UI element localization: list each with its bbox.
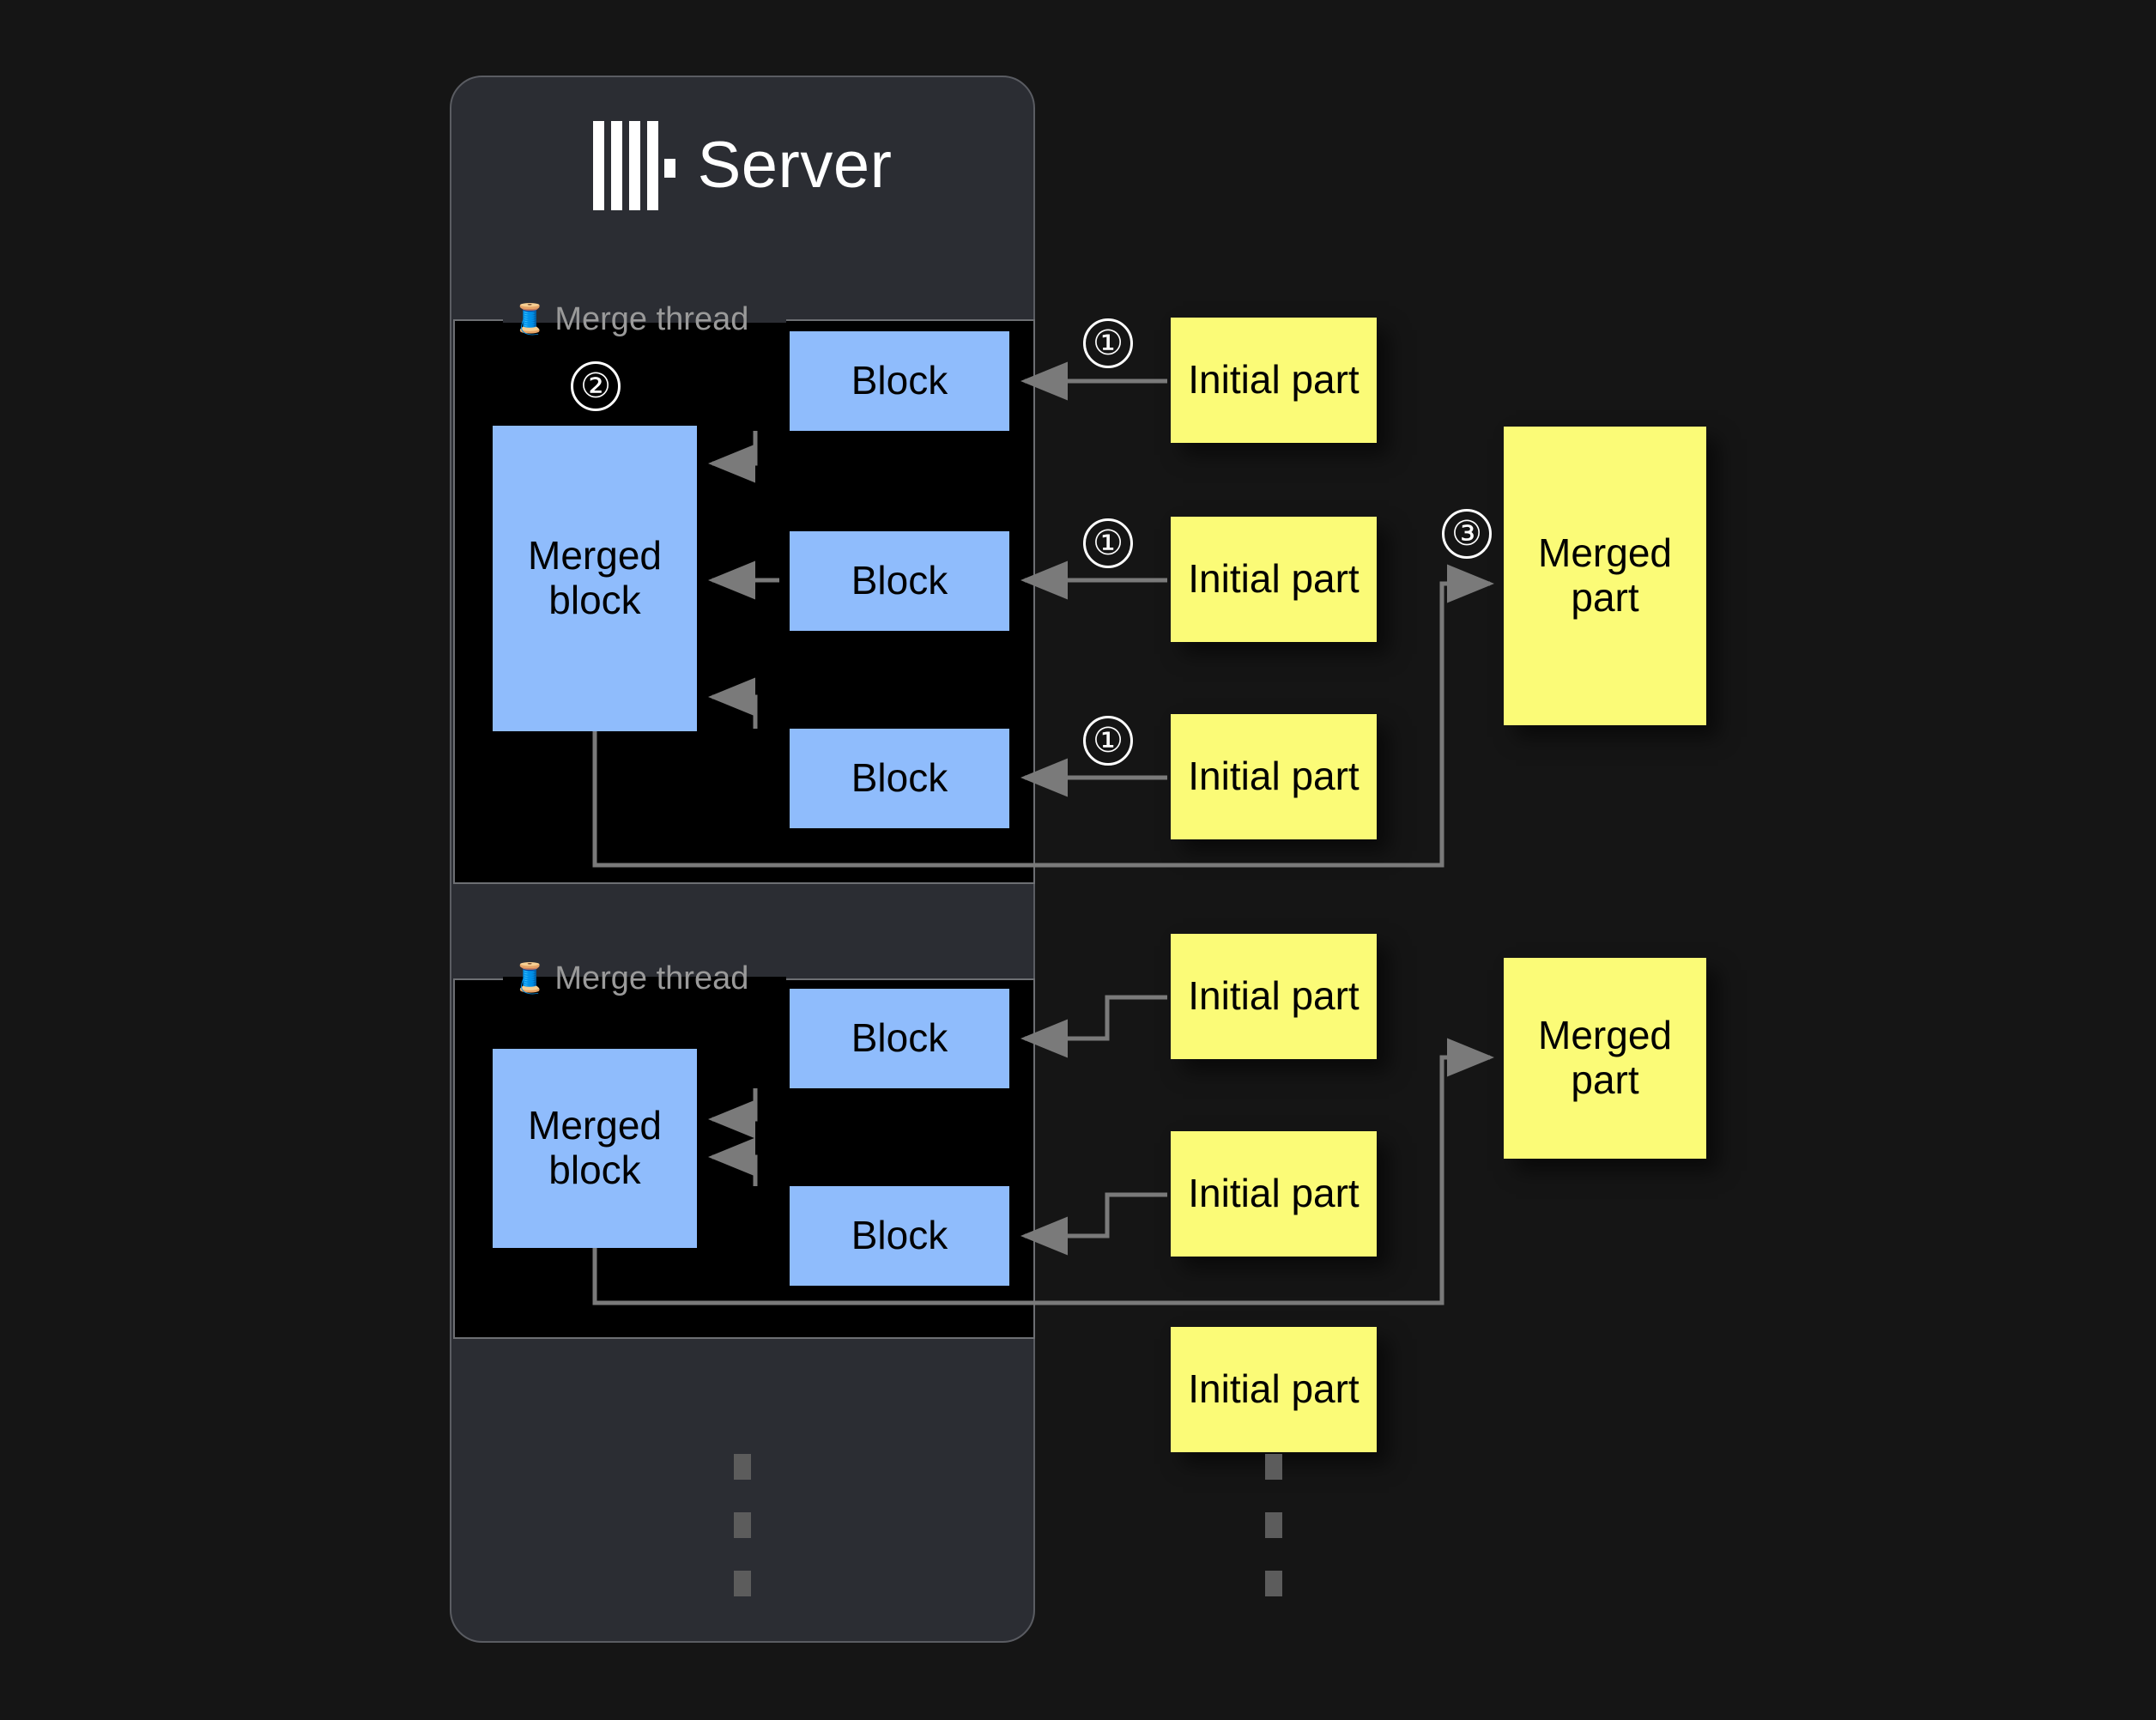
merge-thread-1-label-text: Merge thread	[554, 301, 749, 337]
ellipsis-dot	[1265, 1454, 1282, 1480]
block-2-2: Block	[790, 1186, 1009, 1286]
merged-part-2: Merged part	[1504, 958, 1706, 1159]
server-ellipsis	[734, 1454, 751, 1596]
merge-thread-2-label: 🧵 Merge thread	[503, 959, 757, 998]
block-2-1: Block	[790, 989, 1009, 1088]
ellipsis-dot	[1265, 1571, 1282, 1596]
merged-block-1: Merged block	[493, 426, 697, 731]
server-title-label: Server	[697, 129, 893, 202]
ellipsis-dot	[1265, 1512, 1282, 1538]
block-1-2: Block	[790, 531, 1009, 631]
initial-part-3: Initial part	[1171, 714, 1377, 839]
server-title: Server	[450, 110, 1035, 221]
wire-initial4-block21	[1020, 995, 1167, 1058]
step-marker-3-text: ③	[1451, 515, 1482, 553]
step-marker-1c: ①	[1083, 716, 1133, 766]
block-1-1: Block	[790, 331, 1009, 431]
merge-thread-2-label-mask	[503, 977, 786, 982]
step-marker-1b-text: ①	[1093, 524, 1123, 562]
step-marker-3: ③	[1442, 509, 1492, 559]
merged-block-2: Merged block	[493, 1049, 697, 1248]
initial-part-1: Initial part	[1171, 318, 1377, 443]
clickhouse-logo-icon	[592, 121, 675, 210]
thread-spool-icon: 🧵	[512, 303, 548, 336]
merge-thread-1-label-mask	[503, 318, 786, 323]
initial-part-2: Initial part	[1171, 517, 1377, 642]
step-marker-1b: ①	[1083, 518, 1133, 568]
step-marker-1c-text: ①	[1093, 722, 1123, 760]
ellipsis-dot	[734, 1512, 751, 1538]
step-marker-2-text: ②	[580, 367, 611, 405]
initial-part-4: Initial part	[1171, 934, 1377, 1059]
block-1-3: Block	[790, 729, 1009, 828]
merged-part-1: Merged part	[1504, 427, 1706, 725]
merge-thread-2-label-text: Merge thread	[554, 960, 749, 996]
ellipsis-dot	[734, 1571, 751, 1596]
ellipsis-dot	[734, 1454, 751, 1480]
wire-initial5-block22	[1020, 1192, 1167, 1256]
merge-thread-1-label: 🧵 Merge thread	[503, 300, 757, 339]
step-marker-2: ②	[571, 361, 621, 411]
step-marker-1a: ①	[1083, 318, 1133, 368]
thread-spool-icon: 🧵	[512, 962, 548, 995]
parts-ellipsis	[1265, 1454, 1282, 1596]
initial-part-5: Initial part	[1171, 1131, 1377, 1257]
initial-part-6: Initial part	[1171, 1327, 1377, 1452]
step-marker-1a-text: ①	[1093, 324, 1123, 362]
